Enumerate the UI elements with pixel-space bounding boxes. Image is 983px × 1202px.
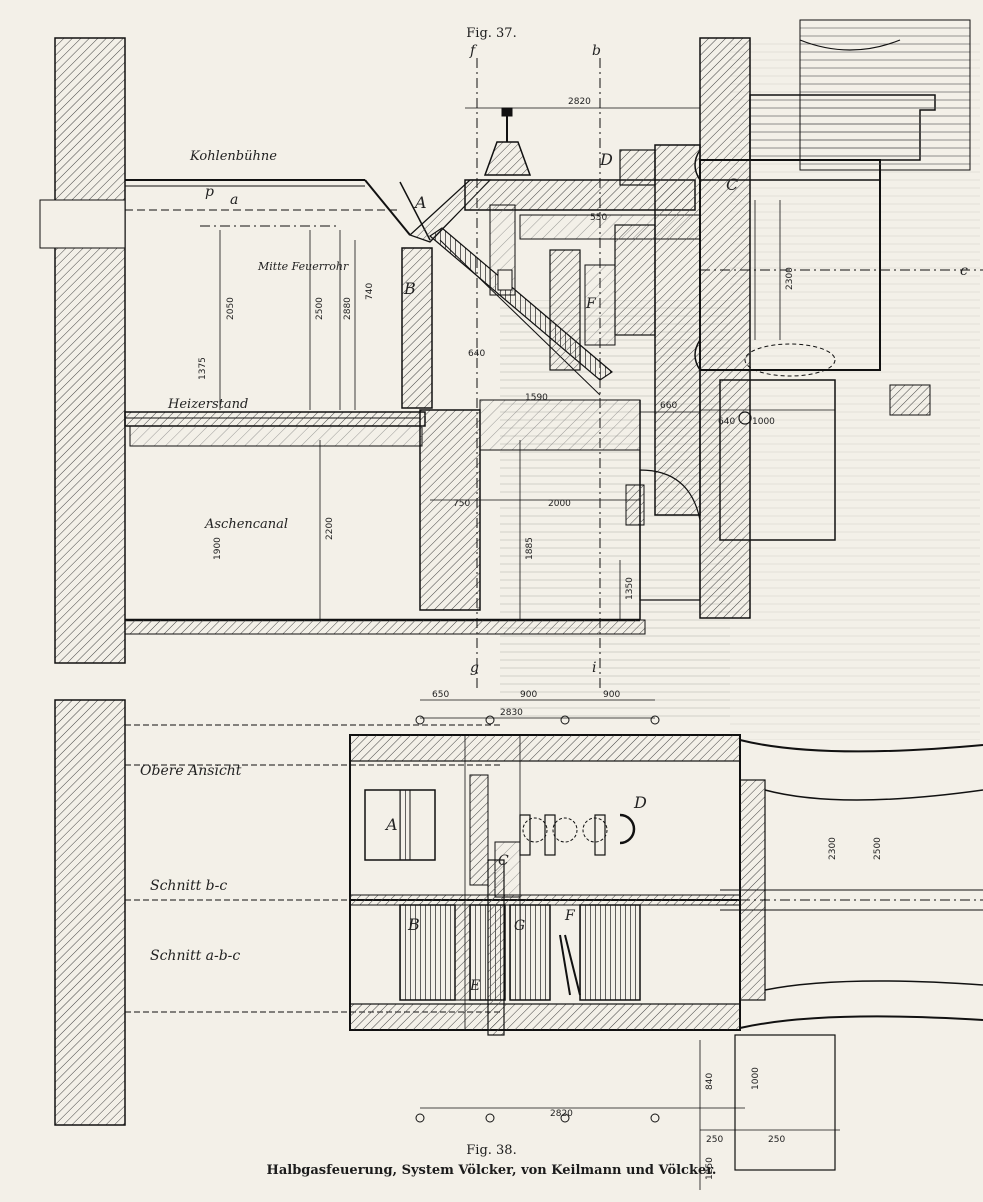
label-obere-ansicht: Obere Ansicht xyxy=(140,763,242,779)
fig38-dimensions: 650 900 900 2830 2820 2500 2300 250 250 … xyxy=(432,690,883,1180)
dim-1250: 1250 xyxy=(705,1157,715,1180)
fig38-labels: Obere Ansicht Schnitt b-c Schnitt a-b-c … xyxy=(140,763,647,994)
label-aschencanal: Aschencanal xyxy=(204,517,288,532)
label-kohlenbuehne: Kohlenbühne xyxy=(189,149,277,164)
dim-250-a: 250 xyxy=(706,1135,723,1145)
label-f-top: f xyxy=(469,43,478,59)
label-D-fig37: D xyxy=(599,150,613,169)
dim-1350: 1350 xyxy=(625,577,635,600)
label-schnitt-abc: Schnitt a-b-c xyxy=(150,948,240,964)
dim-2000: 2000 xyxy=(548,499,571,509)
dim-250-b: 250 xyxy=(768,1135,785,1145)
dim-750: 750 xyxy=(453,499,470,509)
dim-840: 840 xyxy=(705,1073,715,1090)
dim-640b: 640 xyxy=(468,349,485,359)
dim-1900: 1900 xyxy=(213,537,223,560)
label-F-fig37: F xyxy=(585,296,597,312)
dim-2500-b: 2500 xyxy=(873,837,883,860)
label-B-fig38: B xyxy=(407,915,420,934)
dim-1375: 1375 xyxy=(198,357,208,380)
label-i-bottom: i xyxy=(592,660,596,676)
label-D-fig38: D xyxy=(633,793,647,812)
label-A-fig38: A xyxy=(384,815,398,834)
dim-2880: 2880 xyxy=(343,297,353,320)
dim-2500: 2500 xyxy=(315,297,325,320)
dim-2820-bottom: 2820 xyxy=(550,1109,573,1119)
label-E-fig38: E xyxy=(469,978,480,994)
figure-title: Halbgasfeuerung, System Völcker, von Kei… xyxy=(266,1163,717,1178)
label-b-top: b xyxy=(592,43,601,59)
dim-650: 650 xyxy=(432,690,449,700)
label-g-bottom: g xyxy=(470,660,479,676)
label-c-right: c xyxy=(960,263,968,279)
dim-2820-top: 2820 xyxy=(568,97,591,107)
dim-550: 550 xyxy=(590,213,607,223)
dim-1000: 1000 xyxy=(752,417,775,427)
label-B-fig37: B xyxy=(403,279,416,298)
label-heizerstand: Heizerstand xyxy=(167,397,248,412)
figure-38-caption: Fig. 38. xyxy=(466,1143,517,1158)
label-C-fig38: C xyxy=(498,853,509,869)
fig38-plan xyxy=(54,699,983,1190)
label-G-fig38: G xyxy=(514,918,525,934)
dim-740: 740 xyxy=(365,283,375,300)
label-mitte-feuerrohr: Mitte Feuerrohr xyxy=(257,260,349,273)
figure-37-caption: Fig. 37. xyxy=(466,26,517,41)
dim-1885: 1885 xyxy=(525,537,535,560)
dim-2050: 2050 xyxy=(226,297,236,320)
dim-2300: 2300 xyxy=(785,267,795,290)
dim-660: 660 xyxy=(660,401,677,411)
label-F-fig38: F xyxy=(564,908,576,924)
fig37-section xyxy=(39,19,983,690)
dim-2830: 2830 xyxy=(500,708,523,718)
label-C-fig37: C xyxy=(726,175,738,194)
label-p-fig37: p xyxy=(205,184,214,200)
dim-900-a: 900 xyxy=(520,690,537,700)
dim-640: 640 xyxy=(718,417,735,427)
fig37-labels: Kohlenbühne Mitte Feuerrohr Heizerstand … xyxy=(167,43,968,676)
dim-900-b: 900 xyxy=(603,690,620,700)
fig37-dimensions: 2820 1000 660 640 750 2000 1590 550 640 … xyxy=(198,97,795,600)
dim-2300-b: 2300 xyxy=(828,837,838,860)
label-a-fig37: a xyxy=(230,192,238,208)
label-schnitt-bc: Schnitt b-c xyxy=(150,878,227,894)
dim-2200: 2200 xyxy=(325,517,335,540)
dim-1590: 1590 xyxy=(525,393,548,403)
label-A-fig37: A xyxy=(413,193,427,212)
dim-1000-b: 1000 xyxy=(751,1067,761,1090)
